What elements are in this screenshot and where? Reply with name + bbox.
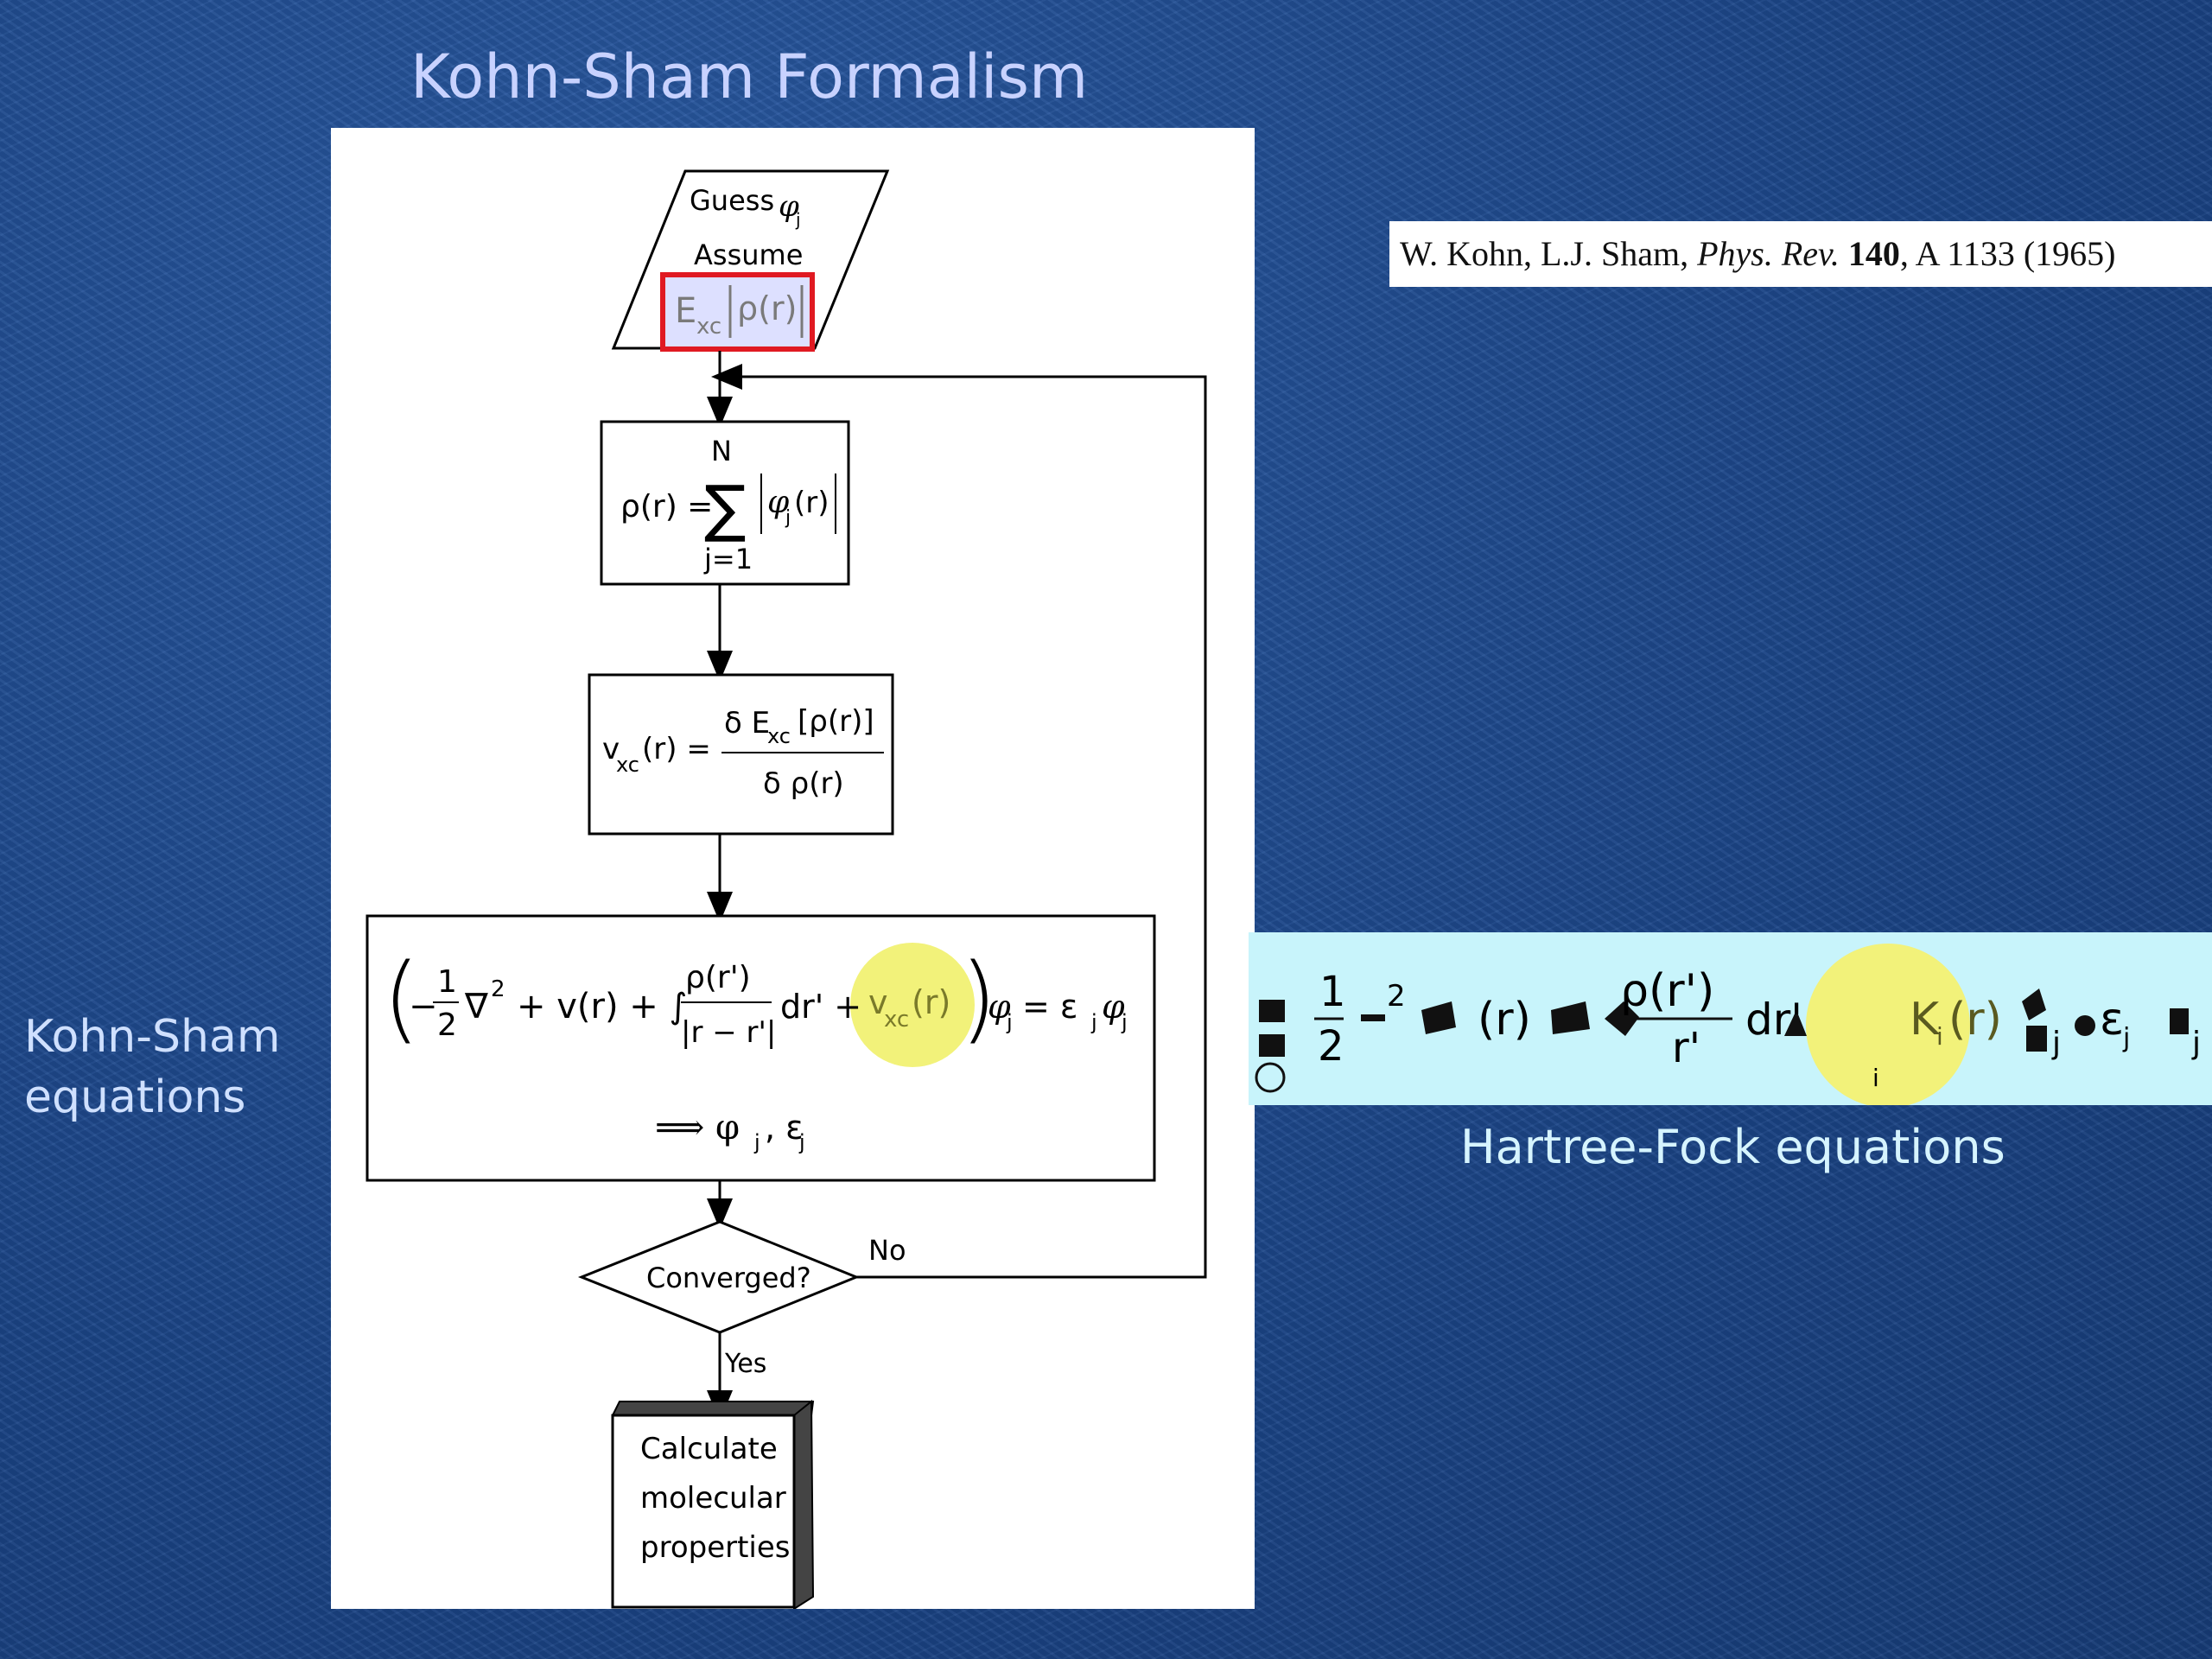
density-box [600, 420, 850, 586]
hf-garbled-glyphs [1255, 988, 2189, 1093]
assume-exc-box [660, 272, 815, 352]
density-arg: (r) [794, 486, 830, 520]
final-box-side [793, 1399, 815, 1611]
no-label: No [868, 1234, 906, 1267]
hf-sum-sub: i [1872, 1064, 1879, 1092]
ks-eq: = ε [1022, 988, 1077, 1026]
hf-j1: j [2051, 1026, 2061, 1061]
ks-paren-right: ) [960, 943, 997, 1053]
vxc-lhs: v [602, 732, 620, 766]
vxc-highlight [850, 943, 975, 1067]
vxc-lhs-arg: (r) = [642, 732, 711, 766]
vxc-lhs-sub: xc [616, 753, 639, 777]
guess-phi-sub: j [795, 209, 801, 230]
hf-equation-svg: 1 2 2 (r) ρ(r') r' dr' i K i (r) j ε j j [1255, 944, 2201, 1108]
exc-rho: ρ(r) [737, 289, 797, 327]
ks-result-sub: j [753, 1130, 760, 1154]
ks-frac-num: ρ(r') [685, 960, 751, 995]
flowchart-panel: Guess φ j Assume E xc ρ(r) ρ(r) = N ∑ j=… [331, 128, 1255, 1611]
side-label-line2: equations [24, 1071, 246, 1123]
ks-result-sub2: j [798, 1130, 805, 1154]
ks-frac-den: |r − r'| [681, 1015, 776, 1050]
density-j1: j=1 [703, 543, 753, 575]
assume-text: Assume [694, 238, 803, 271]
citation-authors: W. Kohn, L.J. Sham, [1400, 234, 1689, 273]
final-line1: Calculate [640, 1432, 778, 1466]
vxc-den: δ ρ(r) [763, 766, 844, 801]
exc-E: E [675, 291, 696, 331]
slide-title: Kohn-Sham Formalism [410, 41, 1089, 112]
yes-label: Yes [724, 1349, 766, 1379]
ks-result: ⟹ φ [655, 1108, 740, 1147]
ks-equation-box [365, 914, 1156, 1182]
hf-half-den: 2 [1318, 1022, 1344, 1071]
ks-plus-v: + v(r) + ∫ [517, 987, 687, 1027]
hf-k-highlight [1806, 944, 1970, 1108]
citation: W. Kohn, L.J. Sham, Phys. Rev. 140, A 11… [1389, 221, 2212, 287]
density-phi-sub: j [785, 507, 791, 529]
ks-half-den: 2 [437, 1007, 457, 1043]
citation-pages: , A 1133 (1965) [1899, 234, 2116, 273]
hf-num: ρ(r') [1620, 965, 1714, 1017]
citation-journal: Phys. Rev. [1697, 234, 1840, 273]
vxc-box [588, 673, 894, 836]
hf-k: K [1910, 994, 1941, 1046]
citation-volume: 140 [1847, 234, 1900, 273]
ks-eps-sub: j [1090, 1010, 1097, 1034]
hartree-fock-label: Hartree-Fock equations [1460, 1120, 2005, 1174]
ks-result-rest: , ε [765, 1109, 804, 1147]
side-label-line1: Kohn-Sham [24, 1011, 281, 1063]
ks-sq: 2 [491, 976, 505, 1002]
guess-phi: φ [779, 189, 799, 224]
density-sum: ∑ [704, 472, 747, 544]
final-box [611, 1414, 796, 1609]
hf-k-arg: (r) [1948, 994, 2002, 1046]
density-lhs: ρ(r) = [620, 489, 713, 524]
density-N: N [711, 435, 732, 467]
guess-text: Guess [690, 184, 774, 217]
ks-phi-sub: j [1006, 1010, 1013, 1034]
hartree-fock-band: 1 2 2 (r) ρ(r') r' dr' i K i (r) j ε j j [1249, 932, 2212, 1108]
vxc-num-arg: [ρ(r)] [798, 704, 874, 739]
loop-arrow [711, 364, 1207, 1279]
hf-eps: ε [2100, 994, 2124, 1046]
final-box-top [611, 1401, 815, 1416]
ks-half-num: 1 [437, 964, 457, 1000]
hf-j2: j [2191, 1026, 2201, 1061]
final-line3: properties [640, 1530, 791, 1565]
ks-vxc-sub: xc [884, 1007, 909, 1033]
ks-nabla: ∇ [464, 987, 488, 1027]
ks-vxc-arg: (r) [912, 983, 950, 1021]
hf-sq: 2 [1387, 979, 1406, 1014]
hf-k-sub: i [1936, 1022, 1943, 1051]
vxc-num: δ E [724, 706, 770, 741]
ks-phi2-sub: j [1121, 1010, 1128, 1034]
final-line2: molecular [640, 1481, 786, 1516]
converged-text: Converged? [646, 1262, 811, 1294]
flowchart-svg: Guess φ j Assume E xc ρ(r) ρ(r) = N ∑ j=… [365, 169, 1207, 1611]
ks-minus: − [409, 987, 438, 1027]
exc-brackets [728, 285, 804, 338]
density-phi: φ [767, 485, 790, 520]
ks-paren-left: ( [383, 943, 420, 1053]
hf-dr: dr' [1745, 995, 1802, 1045]
hf-eps-sub: j [2122, 1023, 2130, 1053]
ks-phi2: φ [1102, 988, 1125, 1026]
vxc-num-sub: xc [767, 724, 791, 748]
hf-v: (r) [1478, 994, 1531, 1046]
exc-sub: xc [696, 314, 721, 340]
ks-phi: φ [988, 988, 1011, 1026]
hf-half-num: 1 [1319, 968, 1346, 1016]
ks-vxc: v [868, 983, 888, 1021]
kohn-sham-equations-label: Kohn-Sham equations [24, 1007, 281, 1128]
ks-dr: dr' + [780, 988, 861, 1026]
hf-den: r' [1672, 1024, 1700, 1072]
